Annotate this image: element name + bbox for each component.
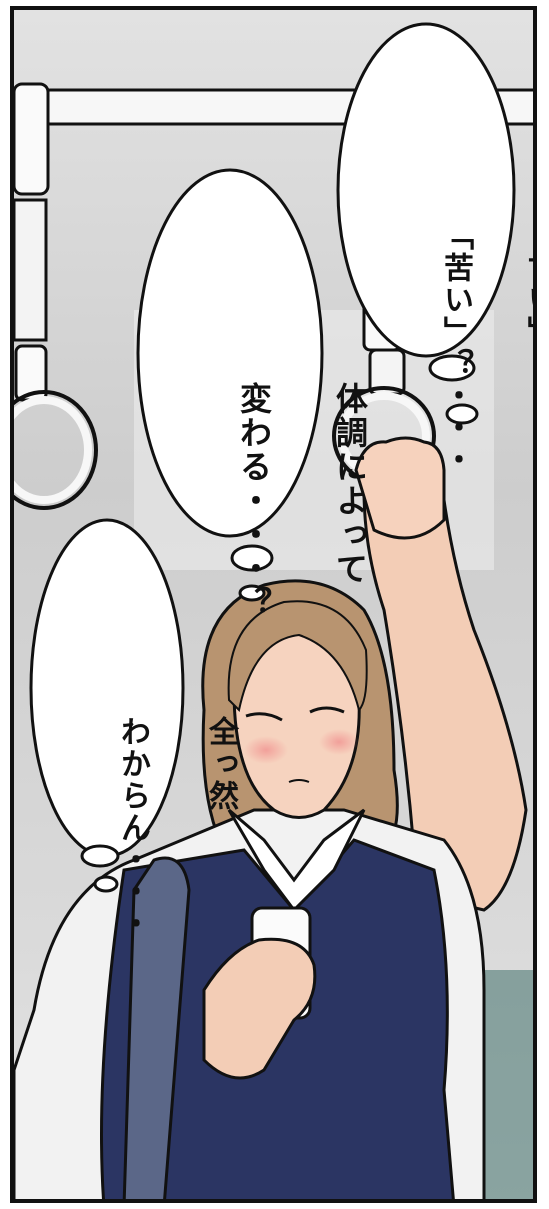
bubble-1-line-2: 「苦い」？・・・ [438,220,473,476]
left-strap-handle [14,82,98,510]
bubble-2-line-2: 変わる・・・？ [235,382,273,620]
bubble-2-line-1: 体調によって [331,382,369,586]
right-cheek-blush [319,729,359,755]
thought-dot [238,584,266,602]
left-eye [245,712,283,722]
mouth [288,779,310,783]
bubble-3-line-1: 全っ然 [203,716,238,812]
bubble-3-text: 全っ然 わからん・・・ [66,568,286,940]
thought-bubble-2 [136,168,324,538]
bag-strap [122,856,191,1199]
thought-dot [428,354,476,382]
panel-artwork [14,10,533,1199]
left-cheek-blush [244,736,288,764]
thought-dot [93,875,119,893]
right-eye [309,706,345,714]
phone-hand [202,937,317,1080]
thought-dot [445,403,479,425]
bubble-3-line-2: わからん・・・ [115,716,150,940]
bubble-1-text: 「甘い」 「苦い」？・・・ [392,72,537,476]
thought-dot [230,544,274,572]
thought-bubble-1 [336,22,516,358]
collar [227,808,366,913]
bubble-2-text: 体調によって 変わる・・・？ [182,222,422,620]
hair-front [227,600,368,713]
hand-on-ring [354,436,446,540]
manga-panel: 「甘い」 「苦い」？・・・ 体調によって 変わる・・・？ 全っ然 わからん・・・ [10,6,537,1203]
bubble-1-line-1: 「甘い」 [522,220,537,348]
thought-dot [80,844,120,868]
